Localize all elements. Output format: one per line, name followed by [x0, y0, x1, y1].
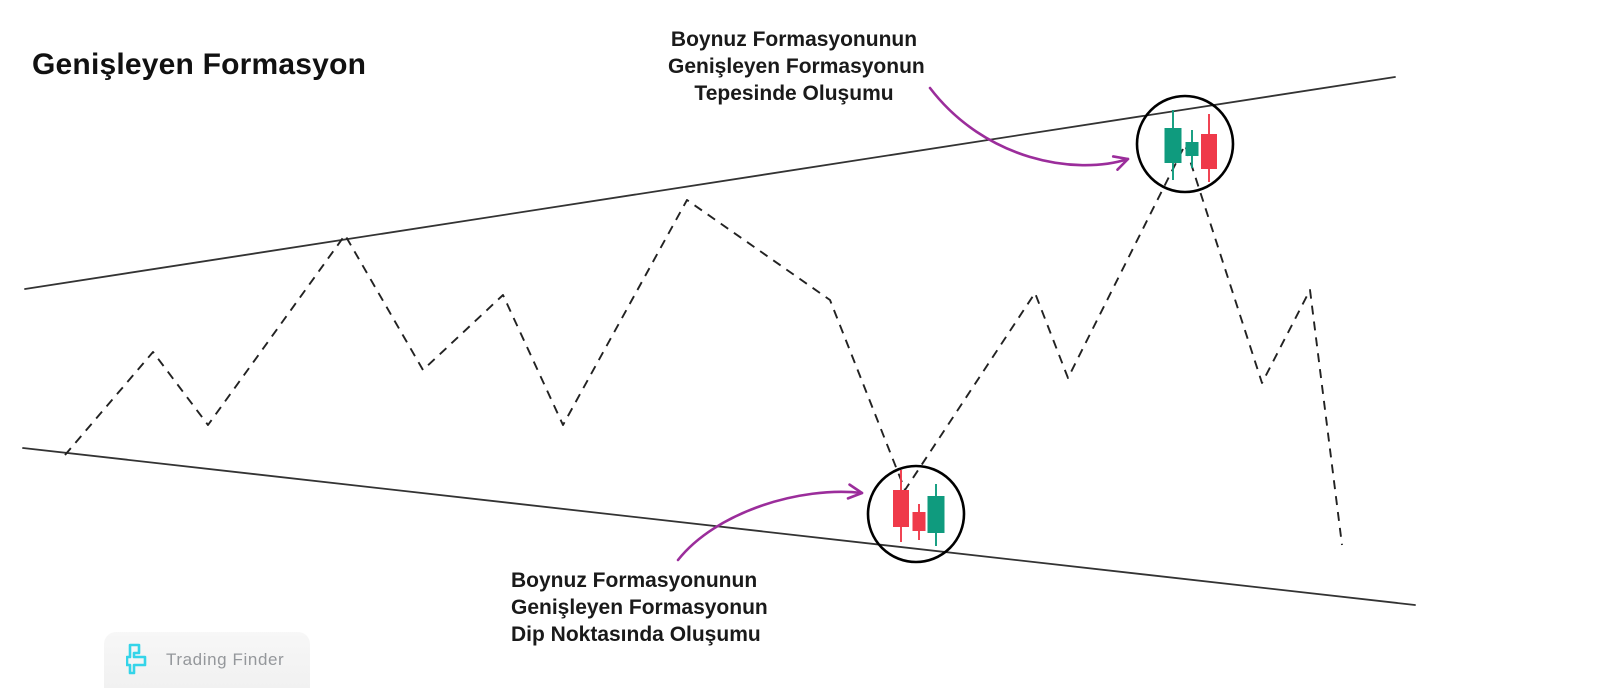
bottom-annotation-arrow: [676, 490, 864, 562]
upper-resistance-trendline: [24, 76, 1396, 290]
candle-bearish-1-body: [893, 490, 909, 527]
bottom-horn-candles: [893, 470, 945, 546]
highlight-circles-group: [866, 94, 1235, 564]
candle-bearish-3-body: [1201, 134, 1217, 169]
page-title: Genişleyen Formasyon: [32, 48, 367, 81]
watermark-brand: Trading Finder: [166, 650, 285, 669]
trading-finder-logo-icon: [126, 643, 147, 675]
bottom-horn-highlight-circle: [866, 464, 966, 564]
price-zigzag-group: [64, 144, 1343, 546]
top-annotation-arrow: [928, 86, 1130, 167]
top-annotation-line-1: Boynuz Formasyonunun: [670, 28, 918, 51]
bottom-annotation: Boynuz Formasyonunun Genişleyen Formasyo…: [511, 568, 771, 649]
candle-bearish-2-body: [912, 512, 926, 531]
bottom-annotation-line-2: Genişleyen Formasyonun: [511, 595, 768, 619]
top-horn-candles: [1164, 110, 1217, 182]
bottom-annotation-line-1: Boynuz Formasyonunun: [511, 569, 758, 592]
top-annotation: Boynuz Formasyonunun Genişleyen Formasyo…: [668, 27, 925, 108]
candlestick-groups: [893, 110, 1217, 546]
watermark: Trading Finder: [104, 632, 310, 688]
bottom-annotation-line-3: Dip Noktasında Oluşumu: [511, 622, 761, 646]
candle-bullish-3-body: [927, 496, 945, 533]
top-annotation-line-3: Tepesinde Oluşumu: [694, 81, 894, 105]
annotation-arrows-group: [676, 86, 1130, 562]
price-zigzag: [64, 144, 1343, 546]
bottom-annotation-arrow-head: [846, 483, 864, 500]
top-horn-highlight-circle: [1135, 94, 1235, 194]
top-annotation-arrow-head: [1111, 155, 1130, 171]
candle-bullish-1-body: [1164, 128, 1182, 163]
candle-bullish-2-body: [1185, 142, 1199, 156]
top-annotation-line-2: Genişleyen Formasyonun: [668, 54, 925, 78]
